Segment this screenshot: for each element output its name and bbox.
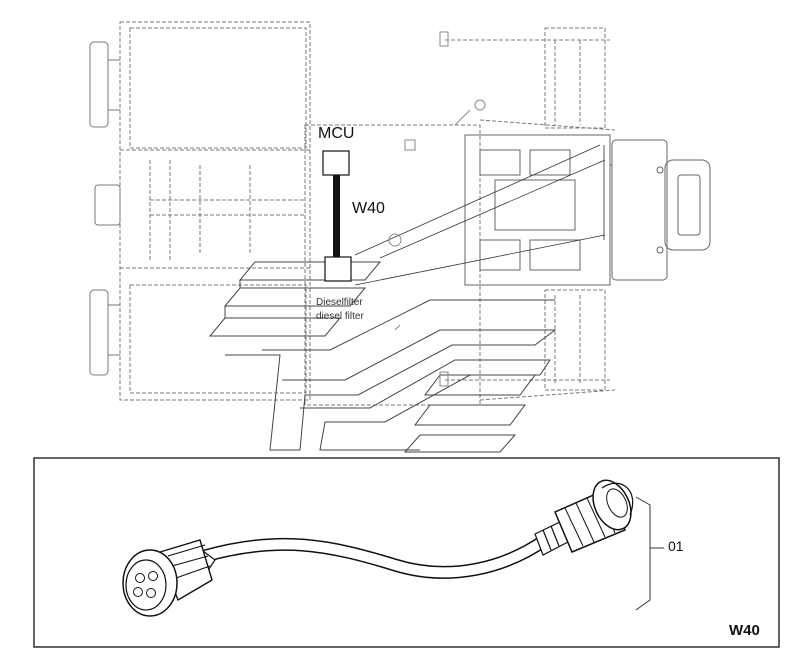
detail-frame [33,457,780,648]
detail-marks [388,31,486,387]
dieselfilter-label-de: Dieselfilter [316,297,363,308]
strain-relief-icon [534,521,569,556]
zoom-lines [354,144,606,286]
machine-outline [119,21,616,406]
w40-cable-line [333,175,340,257]
dieselfilter-label-en: diesel filter [316,311,364,322]
left-rollers [89,41,121,376]
dieselfilter-module [324,256,352,282]
bayonet-connector-icon [554,479,634,553]
mcu-label: MCU [318,125,355,142]
callout-bracket [635,496,664,611]
cable-w40-label: W40 [352,200,385,217]
engine-block [464,134,711,286]
detail-cable-label: W40 [729,622,760,639]
w40-cable-illustration [122,479,634,617]
mcu-module [322,150,350,176]
chevron-arrows [208,261,557,453]
round-connector-icon [122,539,216,617]
part-number-label: 01 [668,538,684,554]
